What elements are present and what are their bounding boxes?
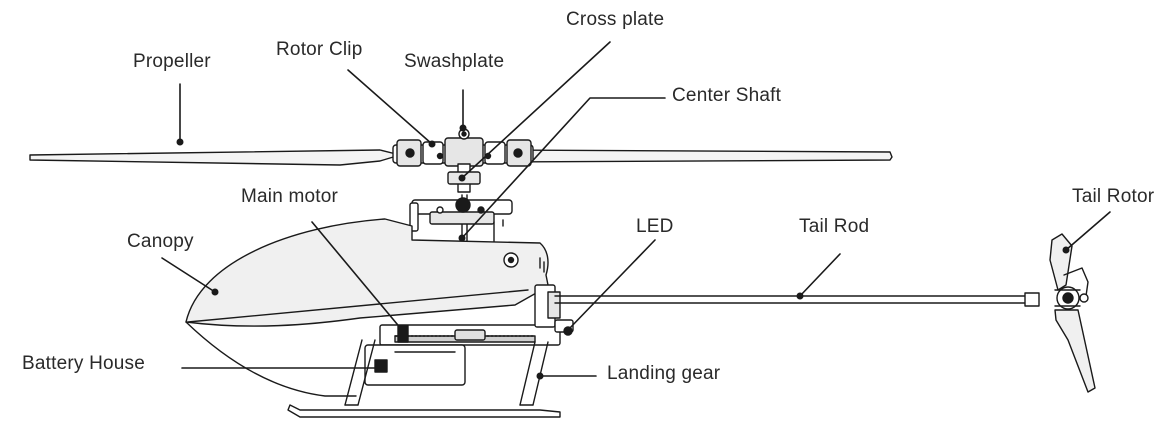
label-tail-rotor: Tail Rotor bbox=[1072, 186, 1155, 207]
leader-dots bbox=[176, 124, 1070, 380]
left-rotor-blade bbox=[29, 149, 401, 166]
leader-tail-rod bbox=[799, 253, 841, 297]
leader-main-motor bbox=[311, 221, 403, 331]
fuselage-frame bbox=[379, 284, 574, 346]
dot-battery-house bbox=[378, 364, 386, 372]
battery-house bbox=[364, 344, 466, 386]
label-rotor-clip: Rotor Clip bbox=[276, 39, 363, 60]
tail-rod bbox=[554, 295, 1033, 304]
leader-cross-plate bbox=[461, 41, 611, 179]
canopy-shell bbox=[185, 218, 549, 327]
dot-center-shaft bbox=[458, 234, 466, 242]
label-canopy: Canopy bbox=[127, 231, 194, 252]
dot-swashplate bbox=[459, 124, 467, 132]
right-rotor-blade bbox=[494, 149, 893, 163]
leader-canopy bbox=[161, 257, 216, 293]
landing-gear bbox=[287, 339, 561, 418]
rotor-head bbox=[392, 128, 534, 167]
dot-landing-gear bbox=[536, 372, 544, 380]
dot-tail-rod bbox=[796, 292, 804, 300]
leader-center-shaft bbox=[461, 97, 666, 239]
label-propeller: Propeller bbox=[133, 51, 211, 72]
dot-propeller bbox=[176, 138, 184, 146]
label-center-shaft: Center Shaft bbox=[672, 85, 782, 106]
label-main-motor: Main motor bbox=[241, 186, 339, 207]
label-battery-house: Battery House bbox=[22, 353, 145, 374]
label-tail-rod: Tail Rod bbox=[799, 216, 870, 237]
leader-lines bbox=[161, 41, 1111, 377]
leader-tail-rotor bbox=[1065, 211, 1111, 251]
label-cross-plate: Cross plate bbox=[566, 9, 665, 30]
leader-rotor-clip bbox=[347, 69, 433, 145]
dot-tail-rotor bbox=[1062, 246, 1070, 254]
leader-led bbox=[567, 239, 656, 331]
dot-cross-plate bbox=[458, 174, 466, 182]
label-landing-gear: Landing gear bbox=[607, 363, 721, 384]
dot-led bbox=[564, 326, 572, 334]
label-led: LED bbox=[636, 216, 674, 237]
dot-main-motor bbox=[398, 326, 406, 334]
dot-rotor-clip bbox=[428, 140, 436, 148]
tail-rotor-assembly bbox=[1049, 233, 1096, 393]
dot-canopy bbox=[211, 288, 219, 296]
label-swashplate: Swashplate bbox=[404, 51, 505, 72]
